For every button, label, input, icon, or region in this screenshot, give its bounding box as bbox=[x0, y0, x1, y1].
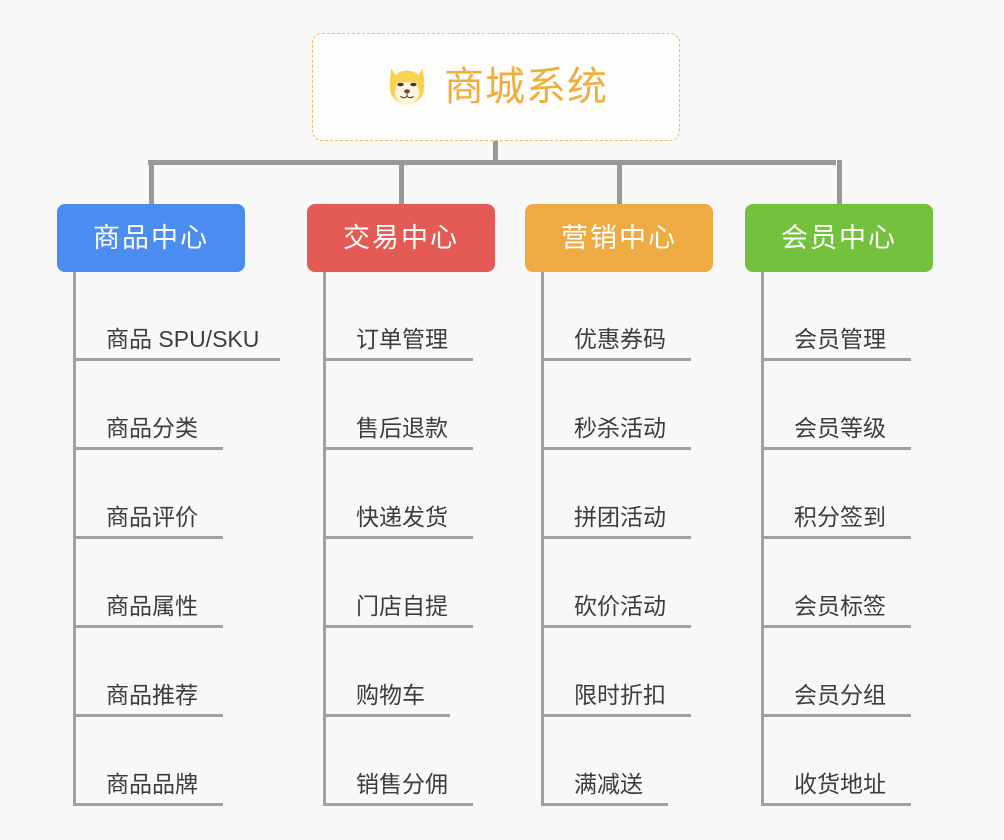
leaf-item-label: 商品分类 bbox=[106, 415, 198, 441]
category-box-4[interactable]: 会员中心 bbox=[745, 204, 933, 272]
leaf-item-label: 商品品牌 bbox=[106, 771, 198, 797]
leaf-item-label: 会员标签 bbox=[794, 593, 886, 619]
leaf-item[interactable]: 销售分佣 bbox=[323, 717, 473, 806]
leaf-item-rule bbox=[323, 625, 473, 628]
leaf-item[interactable]: 优惠券码 bbox=[541, 272, 691, 361]
leaf-item-label: 售后退款 bbox=[356, 415, 448, 441]
shiba-dog-face-icon bbox=[389, 68, 425, 106]
leaf-item[interactable]: 满减送 bbox=[541, 717, 668, 806]
category-label: 会员中心 bbox=[781, 222, 897, 253]
branch-spine bbox=[761, 272, 764, 806]
leaf-item-label: 销售分佣 bbox=[356, 771, 448, 797]
leaf-item-label: 收货地址 bbox=[794, 771, 886, 797]
connector-drop-3 bbox=[617, 160, 622, 205]
leaf-item-rule bbox=[73, 447, 223, 450]
category-box-3[interactable]: 营销中心 bbox=[525, 204, 713, 272]
leaf-item-label: 秒杀活动 bbox=[574, 415, 666, 441]
connector-root-stem bbox=[493, 141, 498, 163]
leaf-item-label: 商品评价 bbox=[106, 504, 198, 530]
leaf-item[interactable]: 订单管理 bbox=[323, 272, 473, 361]
leaf-item-rule bbox=[73, 536, 223, 539]
leaf-item-rule bbox=[761, 625, 911, 628]
leaf-item-rule bbox=[761, 358, 911, 361]
leaf-item-rule bbox=[73, 358, 280, 361]
leaf-item-rule bbox=[323, 447, 473, 450]
connector-drop-4 bbox=[837, 160, 842, 205]
category-box-1[interactable]: 商品中心 bbox=[57, 204, 245, 272]
leaf-item[interactable]: 秒杀活动 bbox=[541, 361, 691, 450]
leaf-item[interactable]: 商品属性 bbox=[73, 539, 223, 628]
leaf-item[interactable]: 商品品牌 bbox=[73, 717, 223, 806]
leaf-item-label: 商品 SPU/SKU bbox=[106, 326, 260, 352]
leaf-item[interactable]: 会员管理 bbox=[761, 272, 911, 361]
branch-spine bbox=[73, 272, 76, 806]
leaf-item-rule bbox=[761, 714, 911, 717]
leaf-item[interactable]: 积分签到 bbox=[761, 450, 911, 539]
leaf-item-label: 门店自提 bbox=[356, 593, 448, 619]
leaf-item-rule bbox=[541, 447, 691, 450]
leaf-item-rule bbox=[541, 803, 668, 806]
leaf-item[interactable]: 收货地址 bbox=[761, 717, 911, 806]
leaf-item[interactable]: 会员分组 bbox=[761, 628, 911, 717]
leaf-item-label: 会员分组 bbox=[794, 682, 886, 708]
leaf-item-rule bbox=[761, 803, 911, 806]
leaf-item-rule bbox=[323, 714, 450, 717]
category-label: 商品中心 bbox=[93, 222, 209, 253]
branch-spine bbox=[323, 272, 326, 806]
leaf-item-label: 订单管理 bbox=[356, 326, 448, 352]
leaf-item-rule bbox=[761, 536, 911, 539]
leaf-item-rule bbox=[323, 536, 473, 539]
leaf-item[interactable]: 商品分类 bbox=[73, 361, 223, 450]
leaf-item-label: 会员管理 bbox=[794, 326, 886, 352]
leaf-item[interactable]: 砍价活动 bbox=[541, 539, 691, 628]
leaf-item[interactable]: 会员等级 bbox=[761, 361, 911, 450]
leaf-item[interactable]: 商品评价 bbox=[73, 450, 223, 539]
leaf-item-rule bbox=[73, 625, 223, 628]
leaf-item-label: 砍价活动 bbox=[574, 593, 666, 619]
leaf-item[interactable]: 商品 SPU/SKU bbox=[73, 272, 280, 361]
leaf-item-label: 商品属性 bbox=[106, 593, 198, 619]
leaf-item[interactable]: 售后退款 bbox=[323, 361, 473, 450]
leaf-item-label: 满减送 bbox=[574, 771, 643, 797]
leaf-item-rule bbox=[761, 447, 911, 450]
leaf-item[interactable]: 快递发货 bbox=[323, 450, 473, 539]
leaf-item-rule bbox=[541, 536, 691, 539]
connector-drop-1 bbox=[149, 160, 154, 205]
leaf-item-rule bbox=[323, 358, 473, 361]
leaf-item[interactable]: 门店自提 bbox=[323, 539, 473, 628]
leaf-item-label: 快递发货 bbox=[356, 504, 448, 530]
leaf-item[interactable]: 会员标签 bbox=[761, 539, 911, 628]
leaf-item-rule bbox=[73, 803, 223, 806]
category-box-2[interactable]: 交易中心 bbox=[307, 204, 495, 272]
leaf-item-rule bbox=[541, 625, 691, 628]
leaf-item-rule bbox=[73, 714, 223, 717]
leaf-item[interactable]: 拼团活动 bbox=[541, 450, 691, 539]
branch-spine bbox=[541, 272, 544, 806]
leaf-item-label: 限时折扣 bbox=[574, 682, 666, 708]
connector-drop-2 bbox=[399, 160, 404, 205]
connector-horizontal-bus bbox=[148, 160, 836, 165]
category-label: 营销中心 bbox=[561, 222, 677, 253]
leaf-item[interactable]: 商品推荐 bbox=[73, 628, 223, 717]
leaf-item[interactable]: 限时折扣 bbox=[541, 628, 691, 717]
root-title: 商城系统 bbox=[444, 65, 608, 109]
leaf-item-label: 优惠券码 bbox=[574, 326, 666, 352]
leaf-item-rule bbox=[541, 714, 691, 717]
leaf-item-rule bbox=[323, 803, 473, 806]
leaf-item[interactable]: 购物车 bbox=[323, 628, 450, 717]
leaf-item-label: 购物车 bbox=[356, 682, 425, 708]
leaf-item-rule bbox=[541, 358, 691, 361]
category-label: 交易中心 bbox=[343, 222, 459, 253]
root-node-shop-system[interactable]: 商城系统 bbox=[312, 33, 680, 141]
leaf-item-label: 会员等级 bbox=[794, 415, 886, 441]
leaf-item-label: 积分签到 bbox=[794, 504, 886, 530]
leaf-item-label: 商品推荐 bbox=[106, 682, 198, 708]
leaf-item-label: 拼团活动 bbox=[574, 504, 666, 530]
